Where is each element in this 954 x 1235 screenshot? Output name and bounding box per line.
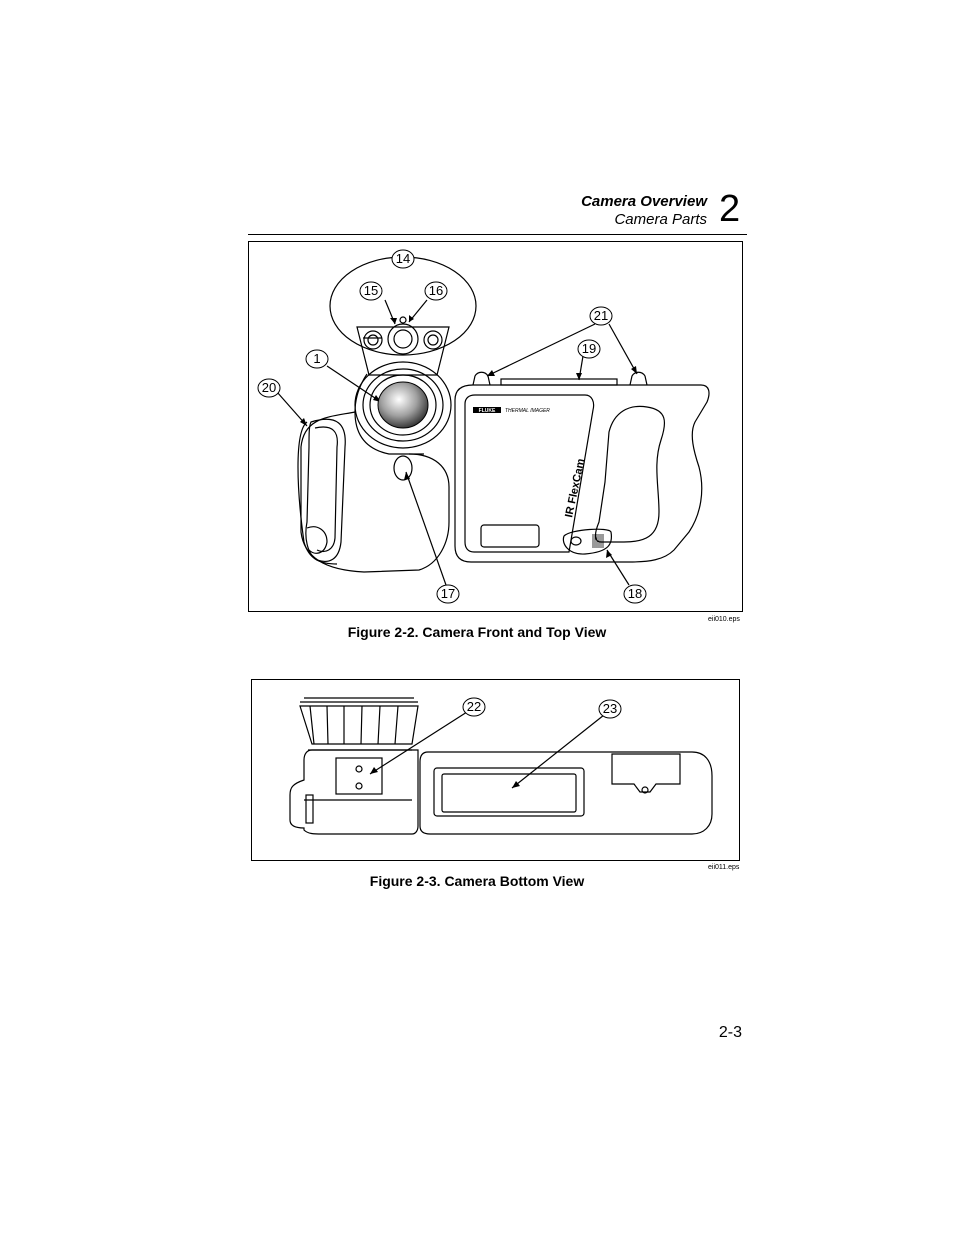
lens-barrel	[299, 705, 419, 745]
top-lens-right	[423, 330, 443, 350]
bottom-left-section	[289, 749, 419, 835]
callout-23	[598, 699, 622, 719]
top-led	[399, 316, 407, 324]
leader-17	[405, 471, 447, 586]
callout-16	[424, 281, 448, 301]
top-knob-right	[629, 371, 648, 386]
callout-14-label: 14	[396, 251, 410, 266]
display-window	[480, 524, 540, 548]
page-number: 2-3	[718, 1024, 742, 1041]
callout-21	[589, 306, 613, 326]
lens-head-top	[356, 326, 450, 376]
leader-21-right	[608, 323, 638, 375]
leader-22	[369, 711, 468, 775]
header-rule	[248, 234, 747, 235]
tripod-hole-bottom	[355, 782, 363, 790]
callout-20	[257, 378, 281, 398]
leader-21-left	[486, 323, 596, 377]
brand-label: FLUKE	[479, 408, 496, 414]
callout-1	[305, 349, 329, 369]
chapter-number: 2	[719, 188, 741, 230]
leader-18	[606, 549, 630, 586]
camera-bottom-illustration: 22 23	[289, 697, 713, 835]
figure1-caption: Figure 2-2. Camera Front and Top View	[347, 624, 607, 640]
callout-15	[359, 281, 383, 301]
camera-body	[454, 384, 710, 563]
callout-19	[577, 339, 601, 359]
bottom-right-section	[419, 751, 713, 835]
laser-window	[562, 528, 613, 555]
callout-14	[391, 249, 415, 269]
model-label: THERMAL IMAGER	[505, 408, 550, 414]
body-handle-opening	[594, 405, 666, 543]
camera-front-top-illustration: 14 15 16 1 20 21 19 17 18 FLUKE THERMAL …	[257, 249, 710, 604]
trigger-button	[393, 455, 413, 481]
callout-22	[462, 697, 486, 717]
grip-strap	[305, 418, 346, 563]
callout-15-label: 15	[364, 283, 378, 298]
tripod-hole-top	[355, 765, 363, 773]
figure2-caption: Figure 2-3. Camera Bottom View	[369, 873, 585, 889]
leader-1	[326, 365, 382, 403]
subsection-title: Camera Parts	[614, 211, 707, 228]
callout-16-label: 16	[429, 283, 443, 298]
callout-23-label: 23	[603, 701, 617, 716]
top-knob-left	[472, 371, 491, 386]
section-title: Camera Overview	[581, 193, 707, 210]
figure1-filename: eii010.eps	[708, 616, 740, 623]
top-lens-left	[363, 330, 383, 350]
callout-19-label: 19	[582, 341, 596, 356]
main-lens	[377, 381, 429, 429]
detail-oval	[329, 256, 477, 356]
callout-17-label: 17	[441, 586, 455, 601]
barrel-ridges	[309, 705, 399, 745]
callout-1-label: 1	[313, 351, 320, 366]
figure-camera-front-top: 14 15 16 1 20 21 19 17 18 FLUKE THERMAL …	[248, 241, 743, 612]
leader-23	[511, 714, 605, 789]
callout-18	[623, 584, 647, 604]
hand-grip	[300, 411, 450, 573]
running-header: Camera Overview Camera Parts	[581, 193, 707, 229]
top-display-bar	[500, 378, 618, 386]
tripod-mount-plate	[335, 757, 383, 795]
callout-20-label: 20	[262, 380, 276, 395]
callout-22-label: 22	[467, 699, 481, 714]
side-label: IR FlexCam	[563, 457, 587, 518]
callout-17	[436, 584, 460, 604]
callout-18-label: 18	[628, 586, 642, 601]
connector-hatch	[611, 753, 681, 793]
figure2-filename: eii011.eps	[708, 864, 740, 871]
callout-21-label: 21	[594, 308, 608, 323]
battery-door	[433, 767, 585, 817]
figure-camera-bottom: 22 23	[251, 679, 740, 861]
top-lens-center	[387, 323, 419, 355]
